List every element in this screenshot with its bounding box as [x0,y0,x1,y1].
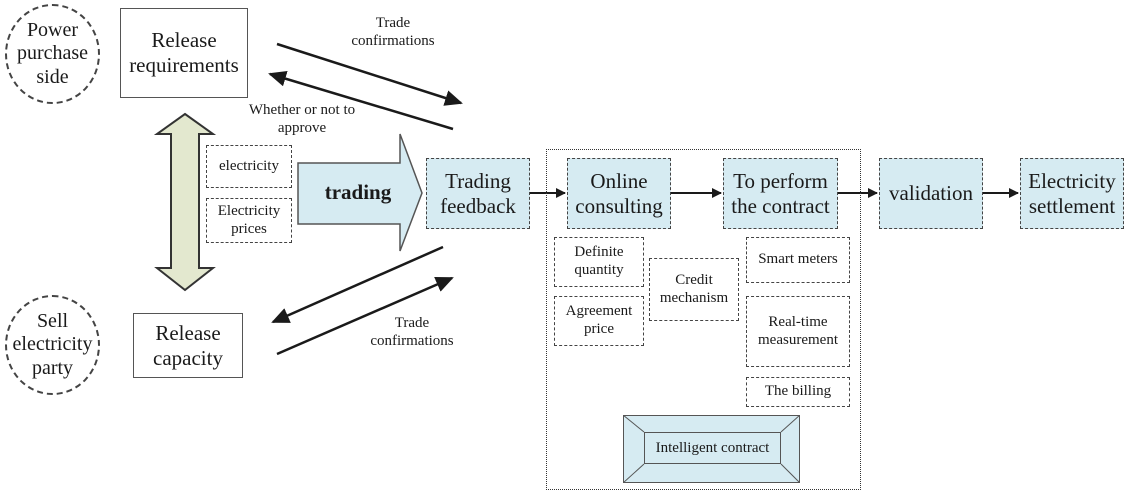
perform-contract-label: To perform the contract [731,168,830,218]
electricity-label: electricity [219,157,279,174]
arrow-requirements-to-trading [276,42,463,106]
electricity-prices-label: Electricity prices [217,202,281,237]
validation-label: validation [889,181,973,206]
definite-quantity-box: Definite quantity [554,237,644,287]
release-capacity-label: Release capacity [153,320,223,370]
online-consulting-label: Online consulting [575,168,663,218]
electricity-settlement-box: Electricity settlement [1020,158,1124,229]
trading-feedback-box: Trading feedback [426,158,530,229]
credit-mechanism-box: Credit mechanism [649,258,739,321]
top-trade-confirmations-label: Trade confirmations [351,15,435,50]
trading-block-arrow [297,133,423,252]
smart-meters-box: Smart meters [746,237,850,283]
trading-feedback-label: Trading feedback [440,168,516,218]
billing-box: The billing [746,377,850,407]
electricity-box: electricity [206,145,292,188]
arrow-trading-to-capacity [271,245,444,324]
intelligent-contract-label: Intelligent contract [655,439,770,456]
arrow-approve-to-requirements [268,70,454,131]
trading-label: trading [324,180,392,204]
contract-process-group [546,149,861,490]
seller-party-label: Sell electricity party [12,309,93,379]
buyer-party-oval: Power purchase side [5,4,100,104]
electricity-prices-box: Electricity prices [206,198,292,243]
release-requirements-box: Release requirements [120,8,248,98]
electricity-settlement-label: Electricity settlement [1028,168,1116,218]
online-consulting-box: Online consulting [567,158,671,229]
agreement-price-box: Agreement price [554,296,644,346]
realtime-measurement-label: Real-time measurement [758,313,838,348]
buyer-party-label: Power purchase side [16,18,89,88]
approval-label: Whether or not to approve [248,102,356,137]
agreement-price-label: Agreement price [565,303,633,337]
perform-contract-box: To perform the contract [723,158,838,229]
definite-quantity-label: Definite quantity [574,244,624,278]
arrow-capacity-to-trading [276,276,454,356]
realtime-measurement-box: Real-time measurement [746,296,850,367]
validation-box: validation [879,158,983,229]
release-capacity-box: Release capacity [133,313,243,378]
smart-meters-label: Smart meters [758,251,838,268]
release-requirements-label: Release requirements [129,28,239,77]
intelligent-contract-box: Intelligent contract [644,432,781,464]
credit-mechanism-label: Credit mechanism [659,271,729,306]
double-arrow-buyer-seller [153,112,217,292]
bottom-trade-confirmations-label: Trade confirmations [370,315,454,350]
intelligent-contract-bevel [623,415,800,483]
seller-party-oval: Sell electricity party [5,295,100,395]
billing-label: The billing [764,383,832,400]
